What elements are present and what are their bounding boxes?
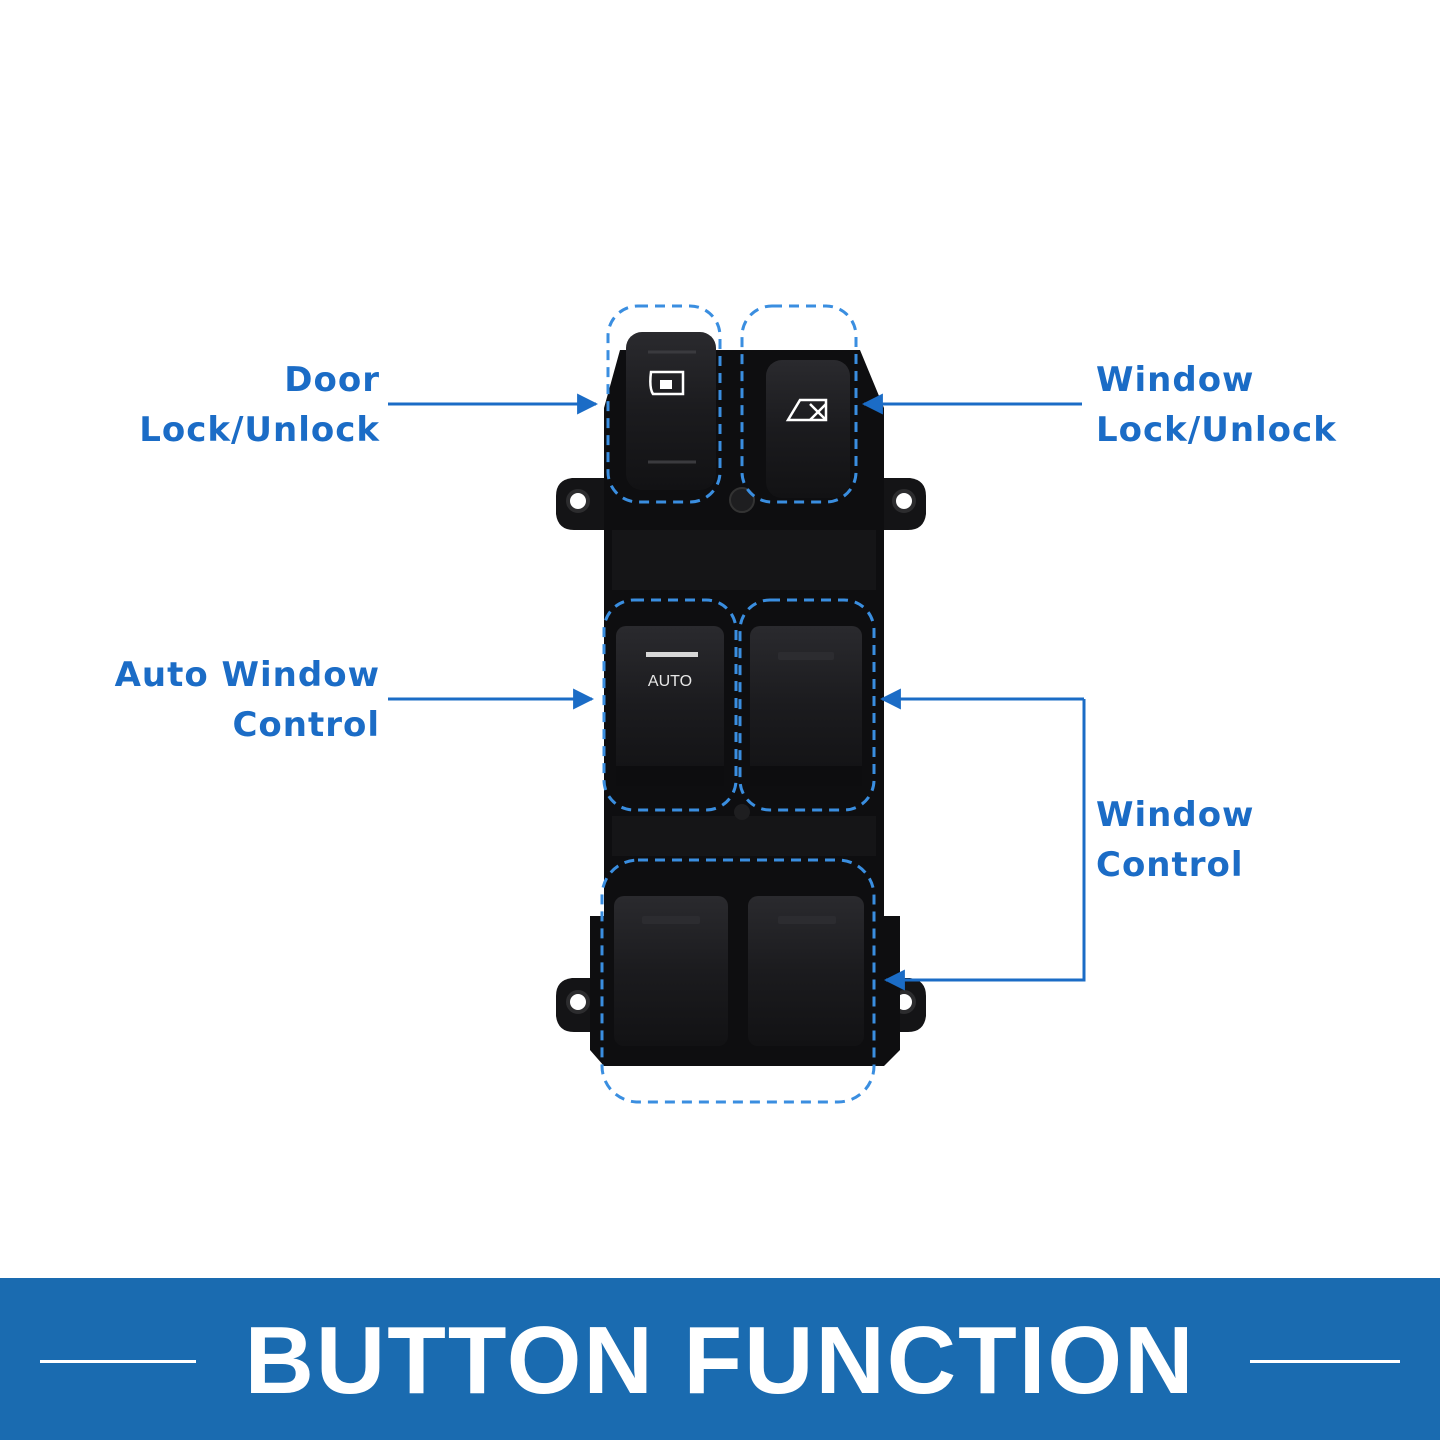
mounting-hole — [566, 489, 590, 513]
callout-door-lock: Door Lock/Unlock — [80, 355, 380, 455]
highlight-door-lock — [606, 304, 722, 504]
callout-window-lock: Window Lock/Unlock — [1096, 355, 1416, 455]
callout-window-control-line1: Window — [1096, 795, 1255, 835]
callout-auto-window-line2: Control — [232, 705, 380, 745]
callout-auto-window-line1: Auto Window — [114, 655, 380, 695]
window-control-button-rear-right[interactable] — [748, 896, 864, 1046]
footer-banner: BUTTON FUNCTION — [0, 1278, 1440, 1440]
callout-window-control-line2: Control — [1096, 845, 1244, 885]
switch-housing — [556, 350, 926, 1066]
mounting-hole — [892, 489, 916, 513]
callout-auto-window: Auto Window Control — [60, 650, 380, 750]
auto-label: AUTO — [648, 673, 692, 690]
highlight-auto-window — [602, 598, 738, 812]
callout-door-lock-line2: Lock/Unlock — [139, 410, 380, 450]
auto-window-button[interactable]: AUTO — [616, 626, 724, 786]
leader-window-control — [883, 699, 1086, 991]
leader-lines — [388, 393, 1086, 991]
banner-title: BUTTON FUNCTION — [244, 1307, 1196, 1414]
window-lock-icon — [785, 398, 828, 422]
highlight-window-lock — [740, 304, 858, 504]
banner-rule-left — [40, 1360, 196, 1363]
highlight-window-control-front — [738, 598, 876, 812]
callout-window-lock-line2: Lock/Unlock — [1096, 410, 1337, 450]
window-control-button-rear-left[interactable] — [614, 896, 728, 1046]
highlight-outlines — [600, 304, 876, 1104]
housing-body — [590, 350, 900, 1066]
window-lock-button[interactable] — [766, 360, 850, 498]
window-control-button-front-right[interactable] — [750, 626, 862, 786]
screw-hole — [729, 487, 755, 513]
door-lock-button[interactable] — [626, 332, 716, 490]
callout-window-control: Window Control — [1096, 790, 1416, 890]
mounting-hole — [566, 990, 590, 1014]
highlight-window-control-rear — [600, 858, 876, 1104]
banner-rule-right — [1250, 1360, 1400, 1363]
callout-window-lock-line1: Window — [1096, 360, 1255, 400]
callout-door-lock-line1: Door — [284, 360, 380, 400]
door-lock-icon — [649, 370, 685, 396]
